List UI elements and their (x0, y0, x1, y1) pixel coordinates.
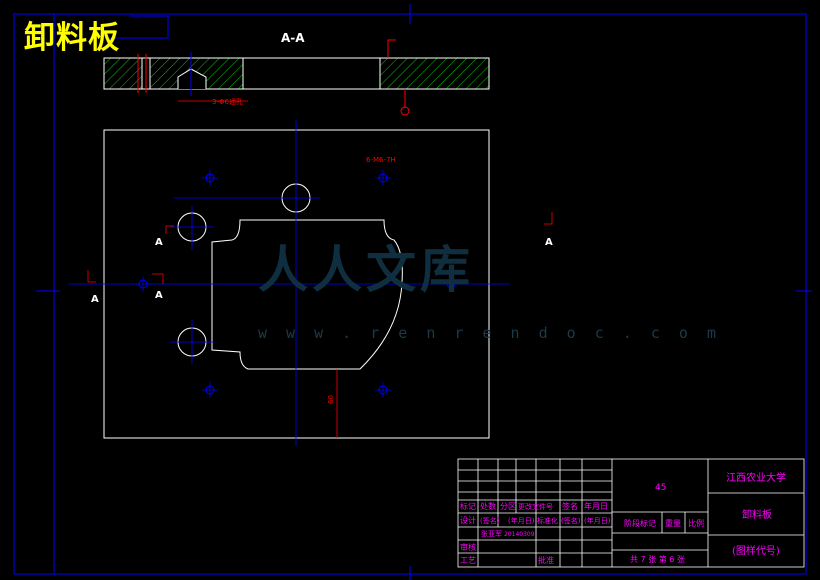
sheet-frame (13, 4, 812, 580)
hole-crosshairs (135, 170, 459, 398)
section-marker-a-1: A (155, 237, 163, 248)
die-opening-outline (211, 219, 403, 370)
section-cut-markers (87, 212, 553, 284)
tb-sheet-info: 共 7 张 第 6 张 (630, 554, 685, 564)
tb-school: 江西农业大学 (726, 471, 786, 484)
tb-design-5: (年月日) (584, 516, 611, 525)
tb-scale: 比例 (688, 518, 704, 528)
title-block-text: 标记 处数 分区 更改文件号 签名 年月日 设计 (签名) (年月日) 标准化 … (460, 471, 786, 565)
tb-weight: 重量 (665, 518, 681, 528)
section-label: A-A (281, 31, 305, 45)
tb-drawing-code: (图样代号) (732, 544, 780, 557)
tb-student-name: 张亚军 (481, 529, 502, 538)
tb-part-name: 卸料板 (742, 508, 772, 521)
tb-stage-mark: 阶段标记 (624, 518, 656, 528)
section-marker-a-2: A (155, 290, 163, 301)
tb-change-h0: 标记 (460, 501, 476, 511)
tb-change-h1: 处数 (480, 501, 496, 511)
tb-approve: 批准 (538, 555, 554, 565)
dimension-vertical: 60 (327, 395, 335, 404)
section-view (103, 39, 490, 116)
tb-change-h4: 签名 (562, 501, 578, 511)
tb-design-3: 标准化 (537, 516, 558, 525)
tb-design-0: 设计 (460, 515, 476, 525)
tb-change-h5: 年月日 (584, 501, 608, 511)
plan-view (68, 120, 553, 446)
tb-design-4: (签名) (561, 516, 581, 525)
centerlines (68, 120, 510, 446)
tb-material: 45 (655, 483, 666, 493)
pin-hole-callout: 3-Φ6通孔 (212, 97, 243, 106)
title-block (457, 458, 805, 568)
watermark-url: w w w . r e n r e n d o c . c o m (258, 324, 722, 342)
tb-design-2: (年月日) (508, 516, 535, 525)
page-title: 卸料板 (24, 20, 120, 56)
section-marker-a-3: A (91, 294, 99, 305)
tb-change-h3: 更改文件号 (518, 502, 553, 511)
tb-student-id: 20140309 (504, 531, 535, 538)
tb-change-h2: 分区 (500, 502, 516, 511)
watermark-text: 人人文库 (258, 240, 474, 299)
tb-design-1: (签名) (480, 516, 500, 525)
section-marker-a-4: A (545, 237, 553, 248)
thread-callout: 6-M6-7H (366, 156, 396, 164)
tb-review: 审核 (460, 542, 476, 552)
tb-process: 工艺 (460, 556, 476, 565)
